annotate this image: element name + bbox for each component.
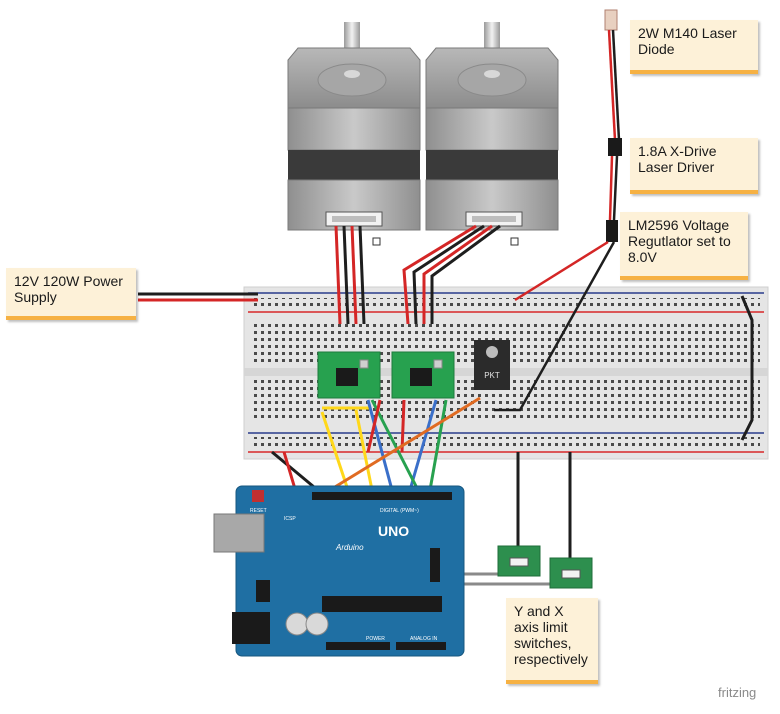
power-label: POWER: [366, 636, 385, 642]
laser-chain: [494, 9, 622, 412]
voltage-regulator-note: LM2596 Voltage Regutlator set to 8.0V: [620, 212, 748, 280]
arduino-logo: Arduino: [335, 543, 364, 552]
power-supply-note: 12V 120W Power Supply: [6, 268, 136, 320]
reset-label: RESET: [250, 508, 267, 514]
arduino-uno: RESET ICSP DIGITAL (PWM~) Arduino UNO PO…: [213, 485, 465, 657]
limit-switches-note: Y and X axis limit switches, respectivel…: [506, 598, 598, 684]
stepper-driver-y: [317, 351, 381, 399]
limit-switch-y: [497, 545, 541, 577]
motor-wires: [334, 224, 501, 325]
analog-label: ANALOG IN: [410, 636, 438, 642]
stepper-driver-x: [391, 351, 455, 399]
power-supply-wires: [138, 292, 754, 441]
laser-driver-note: 1.8A X-Drive Laser Driver: [630, 138, 758, 194]
arduino-model: UNO: [378, 523, 409, 539]
stepper-motor-y: [287, 22, 421, 246]
laser-diode-note: 2W M140 Laser Diode: [630, 20, 758, 74]
voltage-regulator: PKT: [474, 340, 510, 390]
fritzing-watermark: fritzing: [718, 685, 757, 700]
reset-button: [252, 490, 264, 502]
regulator-label: PKT: [484, 371, 500, 380]
digital-label: DIGITAL (PWM~): [380, 508, 419, 514]
icsp-label: ICSP: [284, 516, 296, 522]
stepper-motor-x: [425, 22, 559, 246]
limit-switch-x: [549, 557, 593, 589]
